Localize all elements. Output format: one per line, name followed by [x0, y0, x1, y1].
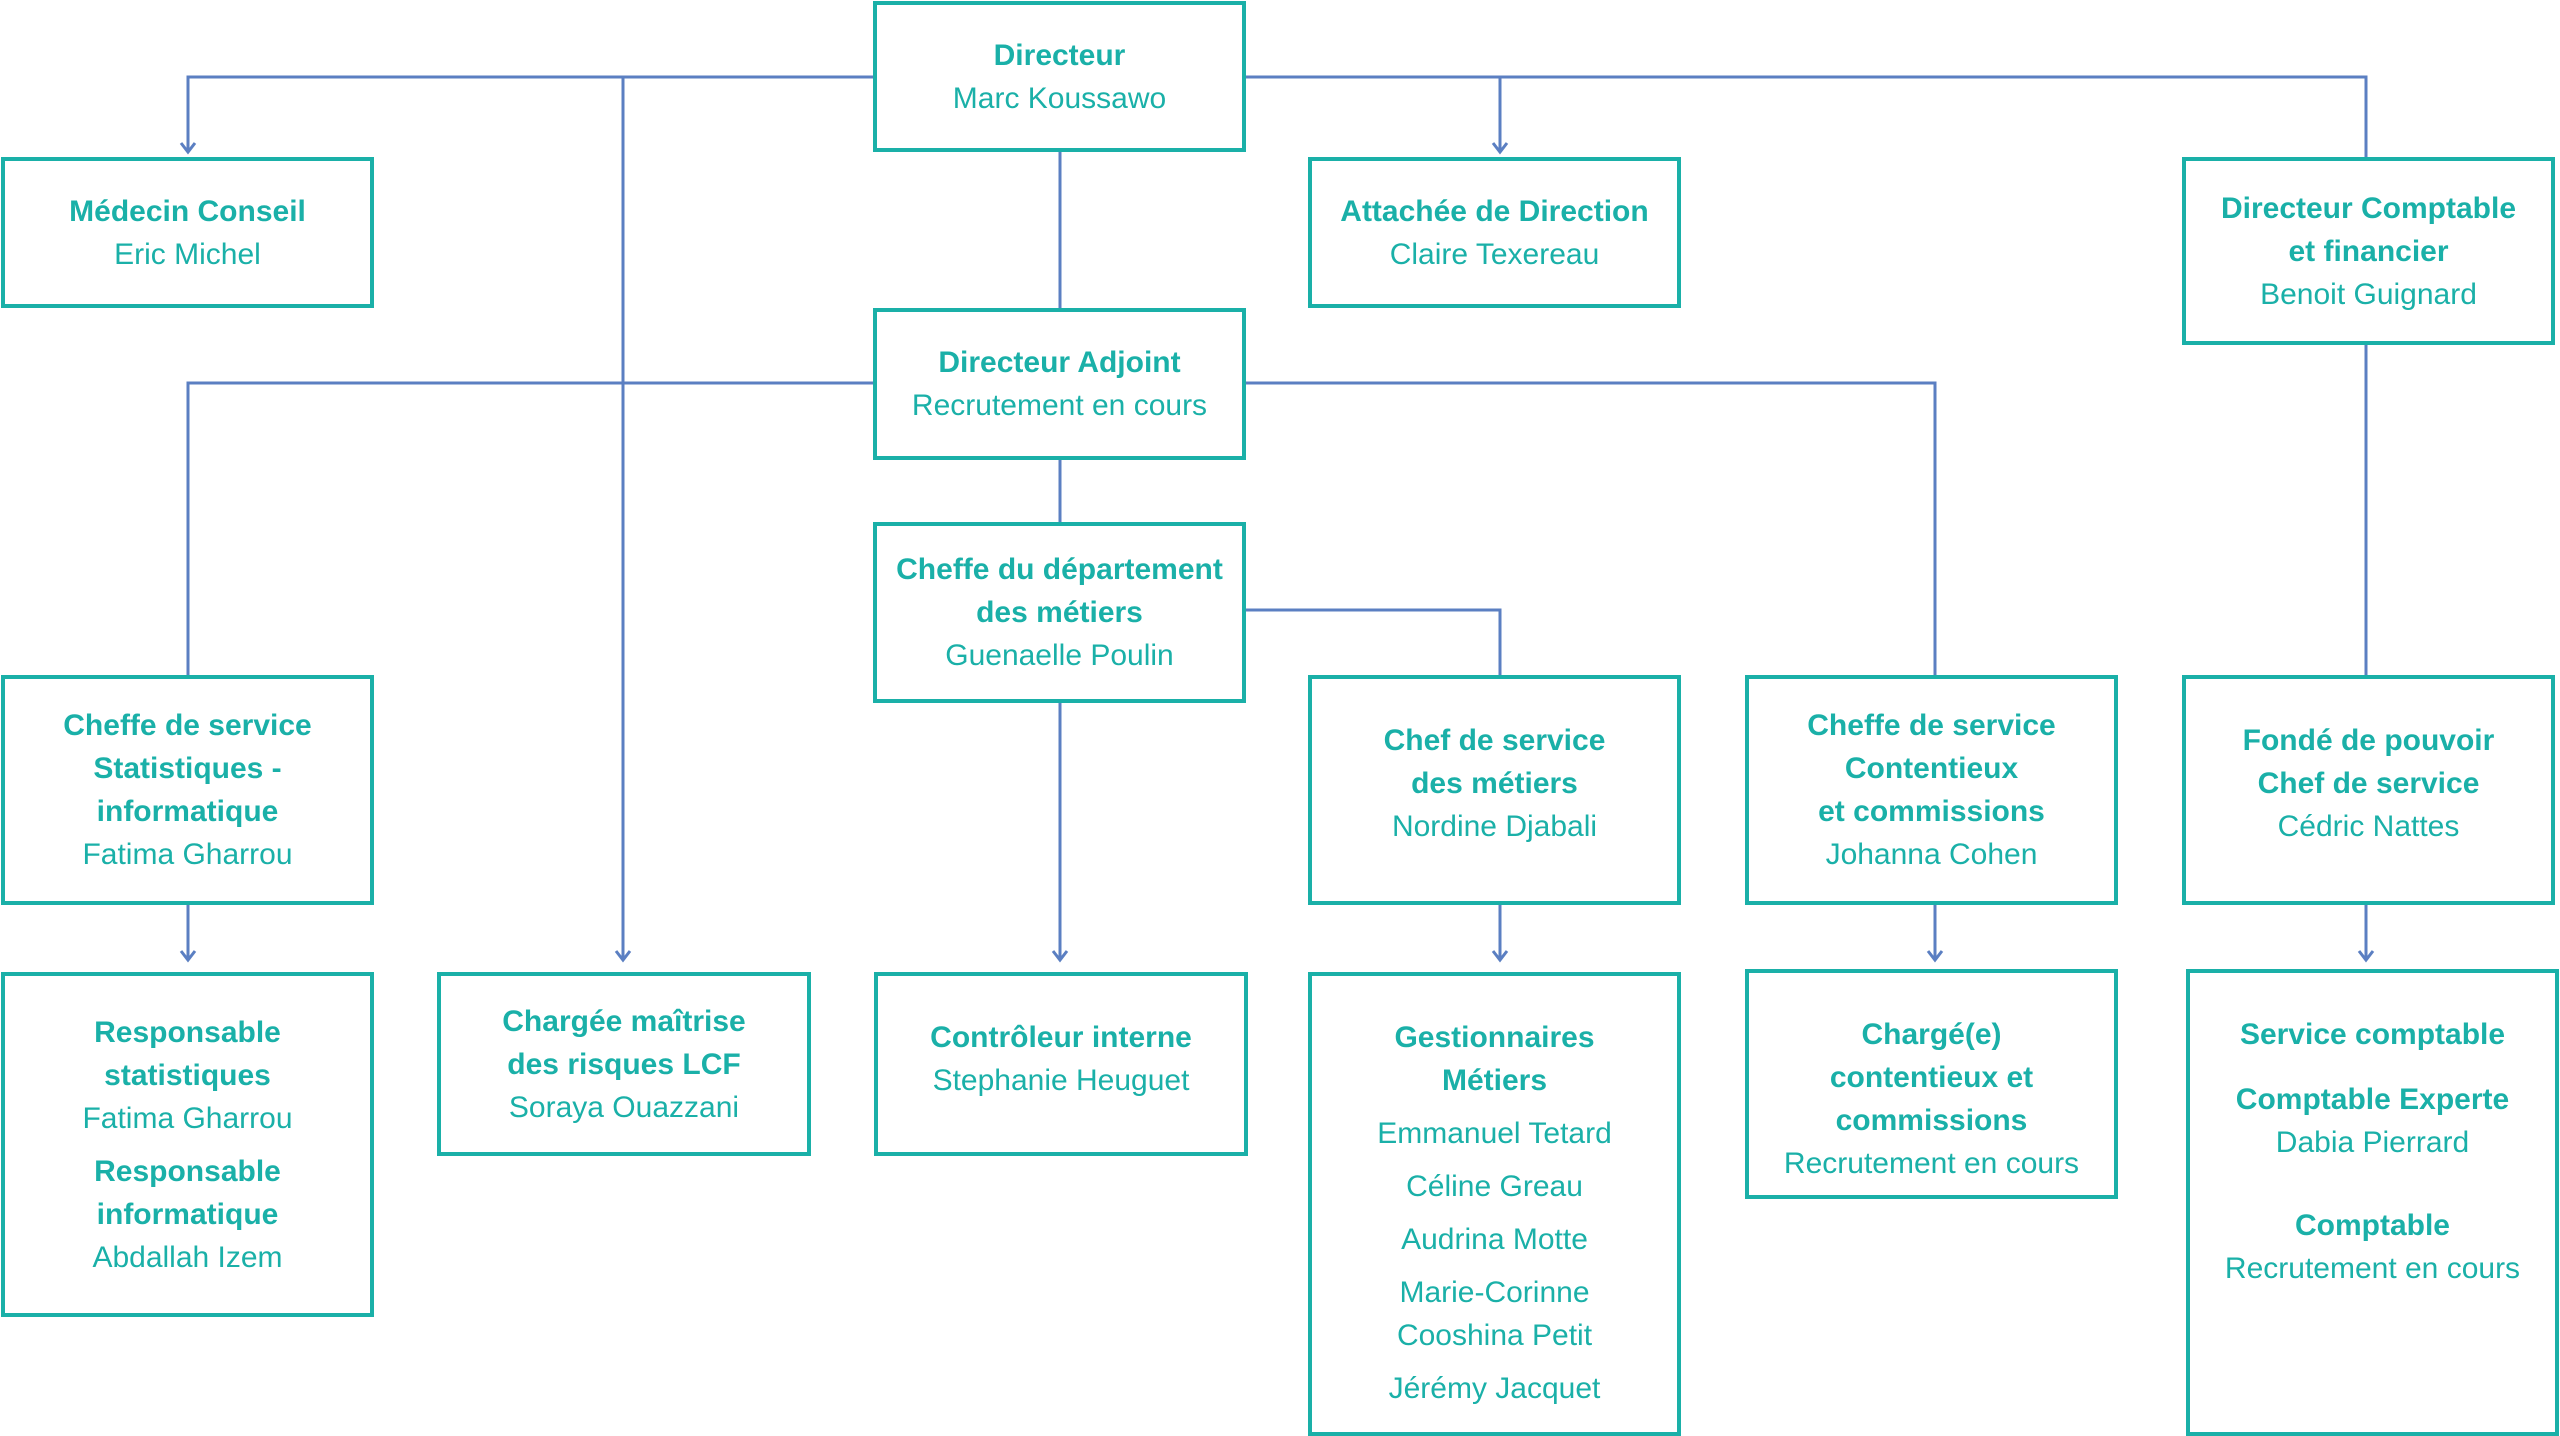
contentieux-title-3: et commissions: [1818, 795, 2045, 828]
adjoint-name: Recrutement en cours: [911, 389, 1208, 422]
resp-stat-title-2: statistiques: [104, 1058, 271, 1092]
contentieux-title-2: Contentieux: [1844, 752, 2019, 785]
lcf-title-1: Chargée maîtrise: [502, 1004, 746, 1038]
gest-title-1: Gestionnaires: [1394, 1021, 1595, 1054]
attachee-title: Attachée de Direction: [1340, 194, 1649, 228]
dcf-title-2: et financier: [2288, 234, 2449, 268]
stats-title-3: informatique: [96, 795, 279, 828]
stats-title-1: Cheffe de service: [63, 709, 312, 742]
metiers-title-2: des métiers: [1411, 767, 1578, 800]
box-controleur-interne: Contrôleur interne Stephanie Heuguet: [874, 972, 1248, 1156]
directeur-title: Directeur: [993, 38, 1126, 72]
metiers-title-1: Chef de service: [1383, 724, 1606, 757]
controleur-name: Stephanie Heuguet: [932, 1064, 1190, 1097]
contentieux-name: Johanna Cohen: [1825, 838, 2038, 871]
attachee-name: Claire Texereau: [1389, 237, 1600, 271]
stats-name: Fatima Gharrou: [82, 838, 293, 871]
link-directeur-medecin: [179, 75, 873, 155]
link-directeur-dcf: [1500, 75, 2368, 158]
stats-title-2: Statistiques -: [93, 752, 282, 785]
resp-info-title-2: informatique: [96, 1197, 279, 1231]
fonde-title-1: Fondé de pouvoir: [2242, 724, 2495, 757]
resp-info-name: Abdallah Izem: [92, 1240, 283, 1274]
medecin-name: Eric Michel: [114, 237, 261, 271]
box-service-comptable: Service comptable Comptable Experte Dabi…: [2186, 969, 2559, 1436]
fonde-title-2: Chef de service: [2257, 767, 2480, 800]
lcf-name: Soraya Ouazzani: [508, 1090, 740, 1124]
dept-name: Guenaelle Poulin: [945, 639, 1174, 672]
box-chargee-lcf: Chargée maîtrise des risques LCF Soraya …: [437, 972, 811, 1156]
box-gestionnaires: Gestionnaires Métiers Emmanuel Tetard Cé…: [1308, 972, 1681, 1436]
charge-title-2: contentieux et: [1829, 1061, 2034, 1094]
compta-title: Service comptable: [2239, 1018, 2506, 1051]
charge-name: Recrutement en cours: [1783, 1147, 2080, 1180]
directeur-name: Marc Koussawo: [952, 81, 1167, 115]
compta-expert-title: Comptable Experte: [2235, 1083, 2510, 1116]
link-adjoint-stats: [186, 381, 873, 675]
lcf-title-2: des risques LCF: [507, 1047, 741, 1081]
gest-name: Céline Greau: [1406, 1170, 1583, 1203]
gest-name: Cooshina Petit: [1396, 1319, 1593, 1352]
medecin-title: Médecin Conseil: [69, 194, 306, 228]
dept-title-1: Cheffe du département: [896, 553, 1223, 586]
link-adjoint-contentieux: [1245, 381, 1937, 675]
box-cheffe-departement: Cheffe du département des métiers Guenae…: [873, 522, 1246, 703]
gest-title-2: Métiers: [1441, 1064, 1548, 1097]
resp-stat-name: Fatima Gharrou: [82, 1101, 293, 1135]
compta-expert-name: Dabia Pierrard: [2275, 1126, 2470, 1159]
resp-stat-title-1: Responsable: [94, 1015, 281, 1049]
gest-name: Emmanuel Tetard: [1377, 1117, 1612, 1150]
box-cheffe-contentieux: Cheffe de service Contentieux et commiss…: [1745, 675, 2118, 905]
link-dept-metiers: [1245, 608, 1502, 675]
box-chef-metiers: Chef de service des métiers Nordine Djab…: [1308, 675, 1681, 905]
box-directeur: Directeur Marc Koussawo: [873, 1, 1246, 152]
box-directeur-adjoint: Directeur Adjoint Recrutement en cours: [873, 308, 1246, 460]
compta-comptable-name: Recrutement en cours: [2224, 1252, 2521, 1285]
controleur-title: Contrôleur interne: [930, 1021, 1192, 1054]
charge-title-3: commissions: [1835, 1104, 2028, 1137]
gest-name: Jérémy Jacquet: [1388, 1372, 1601, 1405]
adjoint-title: Directeur Adjoint: [938, 346, 1181, 379]
gest-name: Audrina Motte: [1401, 1223, 1588, 1256]
link-directeur-attachee: [1245, 75, 1509, 155]
box-responsables: Responsable statistiques Fatima Gharrou …: [1, 972, 374, 1317]
box-charge-contentieux: Chargé(e) contentieux et commissions Rec…: [1745, 969, 2118, 1199]
compta-comptable-title: Comptable: [2294, 1209, 2450, 1242]
contentieux-title-1: Cheffe de service: [1807, 709, 2056, 742]
dept-title-2: des métiers: [976, 596, 1143, 629]
dcf-title-1: Directeur Comptable: [2220, 191, 2517, 225]
box-directeur-comptable: Directeur Comptable et financier Benoit …: [2182, 157, 2555, 345]
box-cheffe-statistiques: Cheffe de service Statistiques - informa…: [1, 675, 374, 905]
fonde-name: Cédric Nattes: [2277, 810, 2460, 843]
box-fonde-pouvoir: Fondé de pouvoir Chef de service Cédric …: [2182, 675, 2555, 905]
resp-info-title-1: Responsable: [94, 1154, 281, 1188]
charge-title-1: Chargé(e): [1861, 1018, 2002, 1051]
dcf-name: Benoit Guignard: [2260, 277, 2477, 311]
gest-name: Marie-Corinne: [1399, 1276, 1590, 1309]
box-attachee-direction: Attachée de Direction Claire Texereau: [1308, 157, 1681, 308]
box-medecin-conseil: Médecin Conseil Eric Michel: [1, 157, 374, 308]
metiers-name: Nordine Djabali: [1391, 810, 1598, 843]
